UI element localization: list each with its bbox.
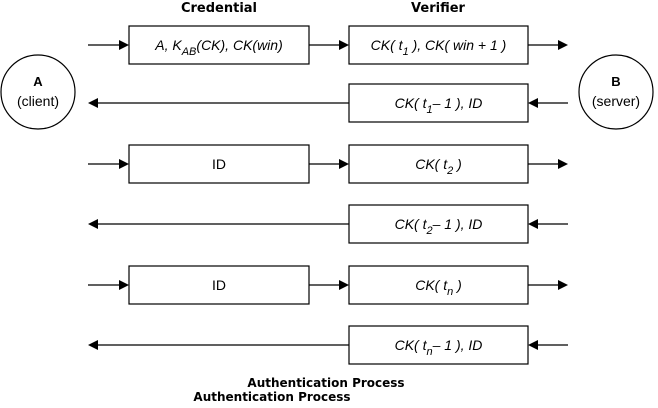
client-circle xyxy=(0,54,76,130)
row-3-verifier-label: CK( t2 ) xyxy=(415,156,462,177)
row-1-out-arrowhead xyxy=(558,40,568,50)
row-5-credential-text: ID xyxy=(212,277,226,293)
row-1-credential-text: A, K xyxy=(154,37,182,53)
row-3-verifier-text: CK( t xyxy=(415,156,448,172)
row-6-in-arrowhead xyxy=(528,340,538,350)
row-4-out-arrowhead xyxy=(88,219,98,229)
row-3-verifier-box xyxy=(348,144,529,184)
row-2-in-arrowhead xyxy=(528,98,538,108)
row-1-verifier-text: ), CK( win + 1 ) xyxy=(409,37,507,53)
row-3-out-arrowhead xyxy=(558,159,568,169)
row-2-verifier-text: – 1 ), ID xyxy=(432,95,483,111)
row-5-verifier-subscript: n xyxy=(447,286,453,298)
row-4-verifier-text: – 1 ), ID xyxy=(432,216,483,232)
credential-header: Credential xyxy=(181,1,257,16)
row-3-credential-text: ID xyxy=(212,156,226,172)
client-node: A (client) xyxy=(0,54,76,130)
row-4-in-arrowhead xyxy=(528,219,538,229)
caption-1: Authentication Process xyxy=(247,376,404,390)
row-4-verifier-subscript: 2 xyxy=(425,225,432,237)
row-6-verifier-label: CK( tn– 1 ), ID xyxy=(395,337,483,358)
message-row: ID CK( t2 ) xyxy=(88,144,568,184)
row-1-verifier-subscript: 1 xyxy=(403,46,409,58)
row-3-verifier-text: ) xyxy=(453,156,462,172)
row-2-verifier-subscript: 1 xyxy=(426,104,432,116)
row-1-credential-label: A, KAB(CK), CK(win) xyxy=(154,37,283,58)
row-3-verifier-subscript: 2 xyxy=(446,165,453,177)
row-4-verifier-label: CK( t2– 1 ), ID xyxy=(395,216,483,237)
row-6-verifier-text: – 1 ), ID xyxy=(432,337,483,353)
row-3-credential-label: ID xyxy=(212,156,226,172)
row-1-credential-subscript: AB xyxy=(181,46,197,58)
client-role: (client) xyxy=(17,93,59,109)
row-3-mid-arrowhead xyxy=(339,159,349,169)
row-1-credential-text: (CK), CK(win) xyxy=(196,37,282,53)
row-1-verifier-label: CK( t1 ), CK( win + 1 ) xyxy=(371,37,507,58)
row-5-credential-label: ID xyxy=(212,277,226,293)
row-6-out-arrowhead xyxy=(88,340,98,350)
message-row: CK( t1– 1 ), ID xyxy=(88,83,568,123)
server-role: (server) xyxy=(592,93,640,109)
client-letter: A xyxy=(33,74,43,89)
verifier-header: Verifier xyxy=(411,1,465,16)
row-6-verifier-text: CK( t xyxy=(395,337,428,353)
row-1-mid-arrowhead xyxy=(339,40,349,50)
row-6-verifier-subscript: n xyxy=(426,346,432,358)
row-1-in-arrowhead xyxy=(119,40,129,50)
message-row: CK( t2– 1 ), ID xyxy=(88,204,568,244)
row-5-out-arrowhead xyxy=(558,280,568,290)
row-5-verifier-text: CK( t xyxy=(415,277,448,293)
row-2-verifier-text: CK( t xyxy=(395,95,428,111)
message-row: A, KAB(CK), CK(win) CK( t1 ), CK( win + 1… xyxy=(88,25,568,65)
row-5-verifier-label: CK( tn ) xyxy=(415,277,462,298)
message-row: CK( tn– 1 ), ID xyxy=(88,325,568,365)
server-letter: B xyxy=(611,74,620,89)
row-2-verifier-label: CK( t1– 1 ), ID xyxy=(395,95,483,116)
caption-2: Authentication Process xyxy=(193,390,350,404)
row-5-verifier-text: ) xyxy=(453,277,462,293)
row-5-credential-box xyxy=(128,265,310,305)
row-2-out-arrowhead xyxy=(88,98,98,108)
server-circle xyxy=(578,54,654,130)
row-3-in-arrowhead xyxy=(119,159,129,169)
row-4-verifier-text: CK( t xyxy=(395,216,428,232)
server-node: B (server) xyxy=(578,54,654,130)
row-1-verifier-text: CK( t xyxy=(371,37,404,53)
row-5-in-arrowhead xyxy=(119,280,129,290)
row-5-mid-arrowhead xyxy=(339,280,349,290)
message-row: ID CK( tn ) xyxy=(88,265,568,305)
message-rows: A, KAB(CK), CK(win)CK( t1 ), CK( win + 1… xyxy=(88,25,568,365)
row-1-verifier-box xyxy=(348,25,529,65)
row-4-verifier-box xyxy=(348,204,529,244)
